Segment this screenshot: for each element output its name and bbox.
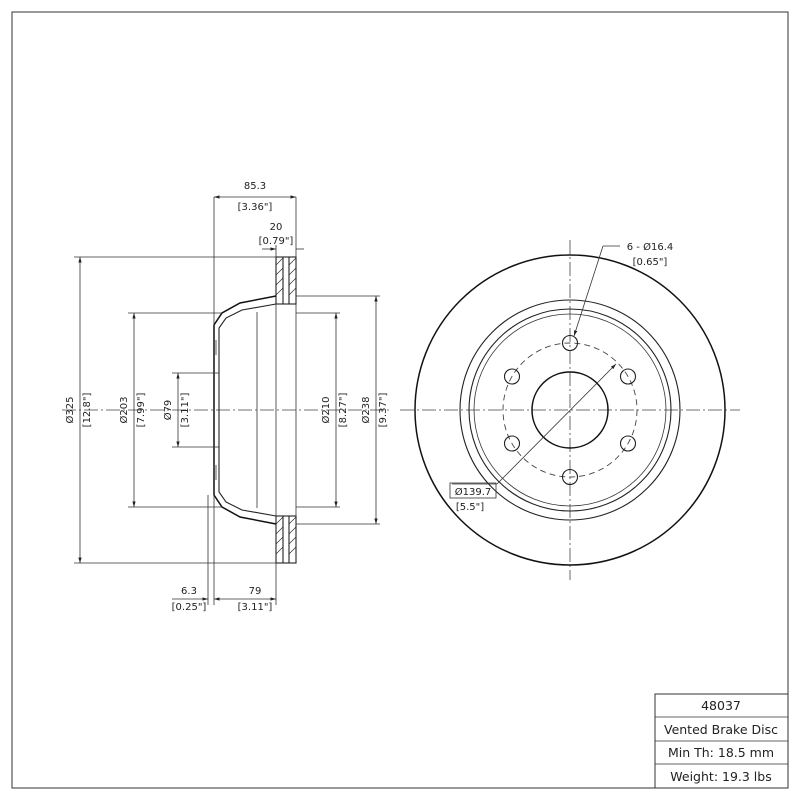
hat-diameter-in: [7.99"] [136, 393, 147, 428]
disc-thickness-in: [0.79"] [259, 236, 294, 247]
bolt-circle [502, 342, 638, 478]
title-block: 48037 Vented Brake Disc Min Th: 18.5 mm … [654, 693, 789, 789]
disc-top-section [275, 256, 297, 305]
bolt-holes-mm: 6 - Ø16.4 [627, 241, 673, 253]
friction-inner-ring [459, 299, 681, 521]
drawing-border [11, 11, 789, 789]
bolt-hole [503, 368, 521, 385]
bolt-hole [503, 435, 521, 452]
bolt-hole [561, 334, 579, 352]
outer-diameter-in: [12.8"] [82, 393, 93, 428]
bolt-circle-label-box [449, 482, 497, 499]
bolt-holes-in: [0.65"] [633, 257, 668, 268]
bolt-hole [619, 435, 637, 452]
hat-outer-ring [468, 308, 672, 512]
hat-inner-outline [218, 303, 277, 517]
inner-diameter-in: [8.27"] [338, 393, 349, 428]
overall-width-in: [3.36"] [238, 202, 273, 213]
hat-offset-mm: 6.3 [181, 586, 197, 597]
hat-diameter-mm: Ø203 [118, 397, 130, 424]
disc-bottom-section [275, 515, 297, 564]
hat-height-in: [3.11"] [238, 602, 273, 613]
min-thickness: Min Th: 18.5 mm [668, 745, 774, 760]
outer-diameter-mm: Ø325 [64, 397, 76, 424]
center-bore-mm: Ø79 [162, 400, 174, 421]
hat-offset-in: [0.25"] [172, 602, 207, 613]
bolt-circle-in: [5.5"] [456, 502, 484, 513]
disc-thickness-mm: 20 [270, 222, 283, 233]
part-description: Vented Brake Disc [664, 722, 778, 737]
bolt-circle-mm: Ø139.7 [455, 486, 492, 498]
part-number: 48037 [701, 698, 741, 713]
bolt-holes [503, 334, 637, 486]
inner-diameter-mm: Ø210 [320, 397, 332, 424]
front-view: 6 - Ø16.4 [0.65"] Ø139.7 [5.5"] [400, 240, 740, 580]
weight: Weight: 19.3 lbs [670, 769, 771, 784]
friction-inner-mm: Ø238 [360, 397, 372, 424]
friction-inner-in: [9.37"] [378, 393, 389, 428]
side-view: 85.3 [3.36"] 20 [0.79"] Ø325 [12.8"] Ø20… [62, 181, 392, 613]
bolt-circle-leader [496, 363, 617, 485]
hat-inner-ring [473, 313, 667, 507]
hat-height-mm: 79 [249, 586, 262, 597]
center-bore [531, 371, 609, 449]
overall-width-mm: 85.3 [244, 181, 266, 192]
bolt-hole [619, 368, 637, 385]
hat-outline [213, 295, 277, 525]
bolt-hole [561, 468, 579, 486]
disc-outer-edge [414, 254, 726, 566]
center-bore-in: [3.11"] [180, 393, 191, 428]
